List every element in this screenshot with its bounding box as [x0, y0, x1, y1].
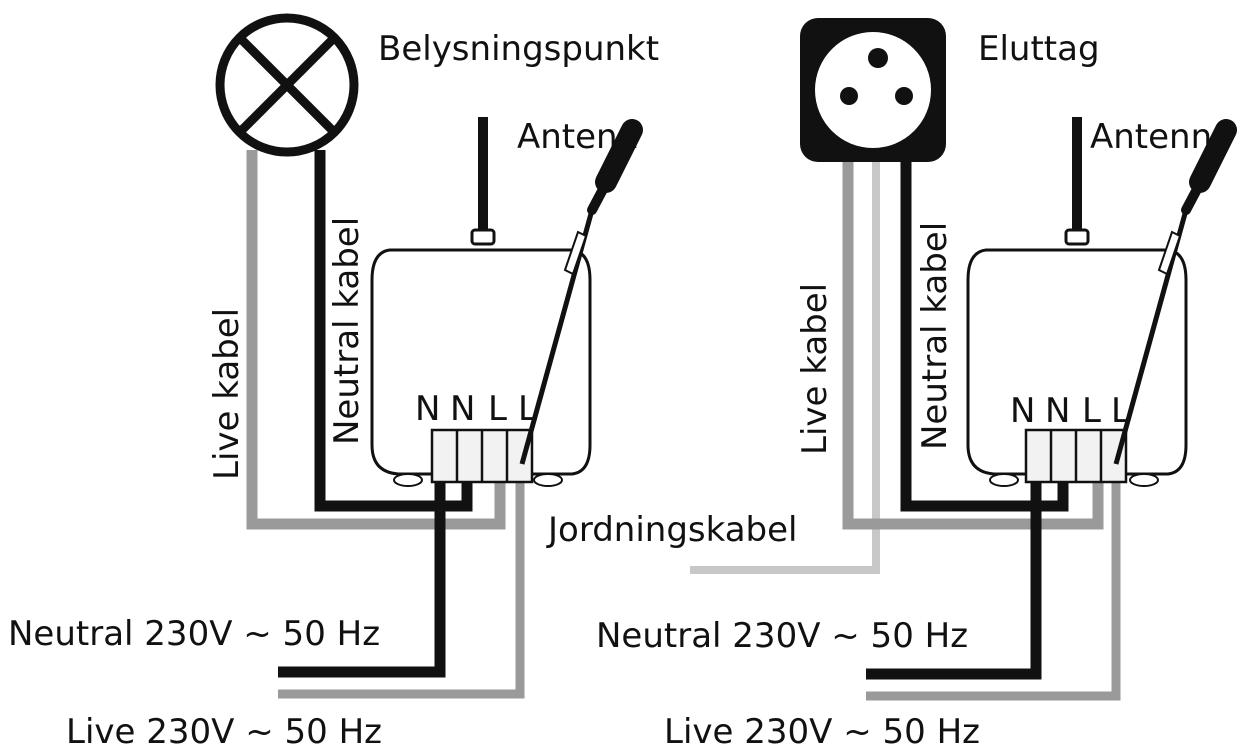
right-live-supply-wire: [866, 480, 1121, 701]
right-live-supply-label: Live 230V ~ 50 Hz: [664, 712, 980, 752]
right-neutral-cable-wire: [900, 160, 1069, 512]
lamp-symbol-icon: [215, 13, 359, 157]
power-socket-icon: [800, 18, 946, 162]
left-terminal-labels: N N L L: [415, 389, 537, 429]
right-earth-cable-wire: [690, 160, 880, 574]
left-neutral-supply-wire: [278, 480, 446, 678]
right-screwdriver-icon: [1113, 119, 1237, 465]
right-neutral-supply-label: Neutral 230V ~ 50 Hz: [596, 616, 968, 656]
right-switch-module: [966, 248, 1188, 487]
right-terminal-label: L: [1111, 391, 1130, 431]
right-live-cable-label: Live kabel: [795, 283, 835, 455]
left-antenna-icon: [470, 117, 496, 246]
right-wires: [690, 160, 1121, 701]
left-terminal-label: L: [488, 389, 507, 429]
right-earth-cable-label: Jordningskabel: [546, 510, 798, 550]
right-load-label: Eluttag: [978, 29, 1100, 69]
left-neutral-cable-wire: [314, 150, 473, 512]
left-terminal-block: [430, 428, 534, 484]
left-live-cable-label: Live kabel: [207, 308, 247, 480]
right-terminal-labels: N N L L: [1010, 391, 1130, 431]
left-terminal-label: N: [450, 389, 475, 429]
right-terminal-label: L: [1082, 391, 1101, 431]
left-switch-module: [370, 248, 592, 487]
left-terminal-label: L: [518, 389, 537, 429]
right-terminal-block: [1024, 428, 1128, 484]
left-antenna-label: Antenn: [517, 117, 639, 157]
right-diagram: Eluttag Antenn Live kabel Neutral kabel …: [546, 18, 1237, 752]
left-screwdriver-icon: [519, 119, 643, 465]
left-neutral-supply-label: Neutral 230V ~ 50 Hz: [8, 614, 380, 654]
right-antenna-icon: [1064, 117, 1090, 246]
right-neutral-supply-wire: [866, 480, 1042, 680]
left-live-supply-label: Live 230V ~ 50 Hz: [66, 712, 382, 752]
left-wires: [246, 150, 525, 699]
left-diagram: Belysningspunkt Antenn Live kabel Neutra…: [8, 13, 659, 752]
right-antenna-label: Antenn: [1090, 117, 1212, 157]
left-terminal-label: N: [415, 389, 440, 429]
right-live-cable-wire: [842, 160, 1104, 530]
right-terminal-label: N: [1045, 391, 1070, 431]
right-terminal-label: N: [1010, 391, 1035, 431]
left-load-label: Belysningspunkt: [378, 29, 659, 69]
left-neutral-cable-label: Neutral kabel: [327, 217, 367, 445]
right-neutral-cable-label: Neutral kabel: [915, 222, 955, 450]
left-live-supply-wire: [278, 480, 525, 699]
left-live-cable-wire: [246, 150, 506, 530]
